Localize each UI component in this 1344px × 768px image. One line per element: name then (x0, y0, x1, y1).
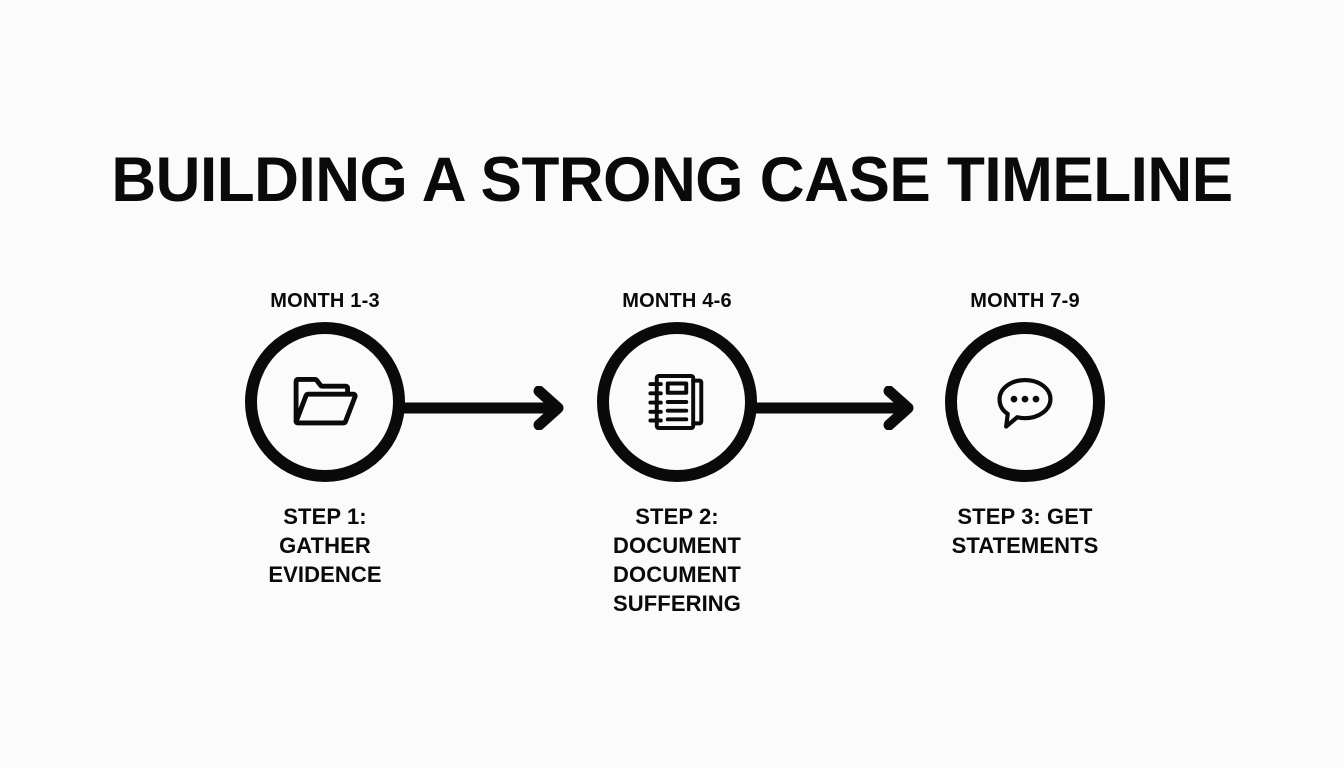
step-3-caption-line-1: STEP 3: GET (957, 504, 1093, 529)
step-1-caption-line-1: STEP 1: (283, 504, 367, 529)
step-1-caption-line-3: EVIDENCE (268, 562, 382, 587)
page-title: BUILDING A STRONG CASE TIMELINE (111, 145, 1233, 216)
arrow-right-icon (748, 386, 923, 430)
case-timeline: MONTH 1-3 STEP 1: GATHER EVIDENCE (0, 290, 1344, 650)
step-2-caption-line-3: DOCUMENT (613, 562, 741, 587)
speech-bubble-icon (988, 365, 1062, 439)
step-3-caption: STEP 3: GET STATEMENTS (900, 502, 1150, 560)
step-1-node-circle[interactable] (245, 322, 405, 482)
step-2-node-circle[interactable] (597, 322, 757, 482)
step-3-month-label: MONTH 7-9 (970, 290, 1080, 312)
timeline-connector-1 (398, 386, 573, 430)
timeline-step-2[interactable]: MONTH 4-6 (547, 290, 807, 618)
step-3-node-circle[interactable] (945, 322, 1105, 482)
open-folder-icon (288, 365, 362, 439)
step-1-caption: STEP 1: GATHER EVIDENCE (200, 502, 450, 589)
step-2-caption-line-2: DOCUMENT (613, 533, 741, 558)
timeline-connector-2 (748, 386, 923, 430)
spiral-notebook-icon (640, 365, 714, 439)
arrow-right-icon (398, 386, 573, 430)
step-3-caption-line-2: STATEMENTS (951, 533, 1099, 558)
timeline-step-1[interactable]: MONTH 1-3 STEP 1: GATHER EVIDENCE (195, 290, 455, 589)
step-2-caption-line-4: SUFFERING (612, 591, 741, 616)
step-1-month-label: MONTH 1-3 (270, 290, 380, 312)
step-2-caption: STEP 2: DOCUMENT DOCUMENT SUFFERING (552, 502, 802, 618)
step-2-caption-line-1: STEP 2: (635, 504, 719, 529)
step-1-caption-line-2: GATHER (279, 533, 371, 558)
timeline-step-3[interactable]: MONTH 7-9 STEP 3: GET STATEMENTS (895, 290, 1155, 560)
step-2-month-label: MONTH 4-6 (622, 290, 732, 312)
